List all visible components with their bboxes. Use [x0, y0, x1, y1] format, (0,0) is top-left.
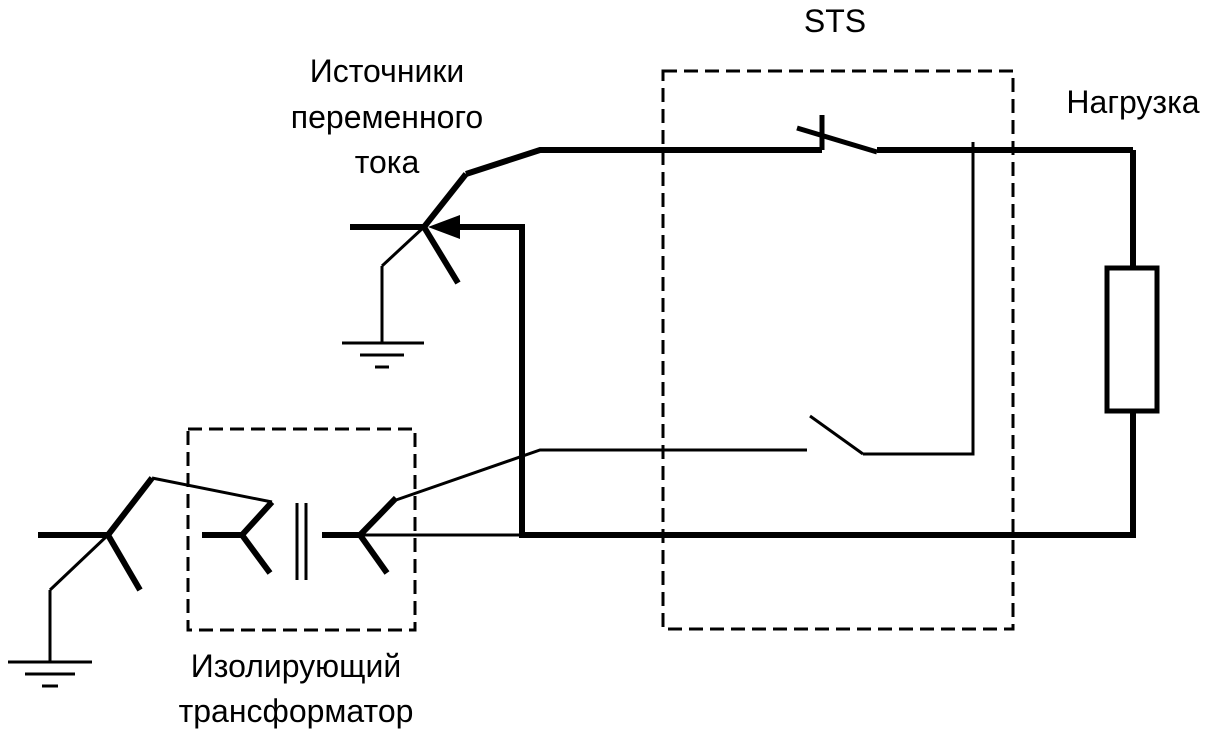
main-feed-wire	[465, 115, 1133, 177]
return-wire	[456, 150, 1136, 538]
sts-dashed-box	[661, 69, 1015, 631]
load-label: Нагрузка	[1066, 84, 1199, 120]
ac-source-lower-wye	[38, 476, 273, 592]
transformer-dashed-box	[186, 427, 417, 632]
transformer-primary-wye	[202, 499, 275, 575]
ac-sources-label-line3: тока	[355, 144, 420, 180]
ac-source-upper-wye	[350, 172, 469, 285]
transformer-core	[295, 503, 308, 580]
load-resistor	[1104, 265, 1160, 414]
ground-icon-upper	[342, 266, 424, 369]
transformer-label-line2: трансформатор	[179, 693, 414, 729]
ac-sources-label-line1: Источники	[310, 53, 464, 89]
bypass-wire	[395, 142, 975, 502]
ac-sources-label-line2: переменного	[291, 99, 483, 135]
transformer-label-line1: Изолирующий	[191, 648, 401, 684]
transformer-secondary-wye	[322, 495, 522, 575]
arrow-head-icon	[428, 215, 460, 239]
sts-label: STS	[804, 3, 866, 39]
ground-icon-lower	[8, 590, 92, 688]
